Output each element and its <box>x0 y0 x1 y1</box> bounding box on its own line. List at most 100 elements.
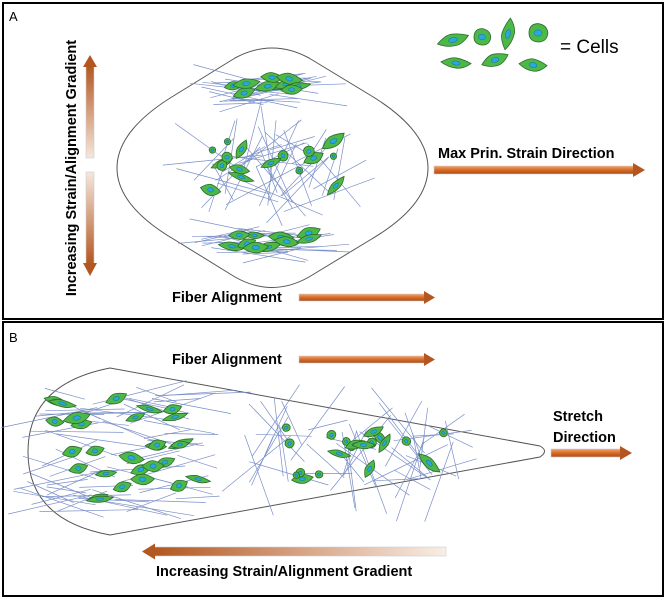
fiber-line <box>213 102 268 105</box>
cell-icon <box>61 445 83 458</box>
cell-icon <box>378 433 391 454</box>
cell-population-b <box>43 392 448 503</box>
fiber-line <box>244 434 274 516</box>
fiber-line <box>39 509 139 512</box>
cell-icon <box>401 436 412 446</box>
fiber-line <box>231 98 301 103</box>
fiber-line <box>23 455 76 475</box>
fiber-line <box>19 487 104 518</box>
cell-icon <box>161 412 189 422</box>
fiber-line <box>212 163 234 200</box>
fiber-line <box>248 403 305 462</box>
fiber-line <box>155 391 251 396</box>
fiber-line <box>132 442 204 460</box>
stretch-label-line1: Stretch <box>553 409 603 425</box>
fiber-line <box>269 136 315 151</box>
fiber-line <box>217 182 279 203</box>
cell-icon <box>199 183 222 196</box>
cell-icon <box>232 78 261 89</box>
fiber-line <box>251 436 274 486</box>
fiber-line <box>13 490 96 506</box>
cell-icon <box>47 399 78 408</box>
cell-icon <box>295 166 304 175</box>
fiber-line <box>258 120 299 207</box>
fiber-line <box>115 499 206 503</box>
legend-label: = Cells <box>560 37 619 58</box>
fiber-line <box>13 469 108 490</box>
fiber-line <box>46 469 103 496</box>
cell-icon <box>135 404 164 414</box>
fiber-line <box>201 86 298 109</box>
cell-icon <box>518 58 548 72</box>
vertical-gradient-arrow-down <box>83 171 97 276</box>
fiber-line <box>174 123 242 172</box>
fiber-line <box>342 430 358 476</box>
cell-icon <box>329 152 337 160</box>
cell-icon <box>125 413 146 422</box>
fiber-line <box>136 386 177 403</box>
cell-icon <box>170 440 190 449</box>
cell-icon <box>141 460 165 473</box>
fiber-line <box>424 441 454 522</box>
fiber-line <box>56 433 148 448</box>
cell-icon <box>528 23 549 43</box>
fiber-line <box>22 455 96 479</box>
fiber-line <box>111 445 154 456</box>
cell-icon <box>440 57 472 69</box>
fiber-line <box>279 425 289 482</box>
fiber-line <box>239 179 323 216</box>
fiber-line <box>44 388 85 400</box>
horizontal-gradient-arrow <box>142 543 447 560</box>
fiber-alignment-label-a: Fiber Alignment <box>172 290 282 306</box>
stretch-label-line2: Direction <box>553 430 616 446</box>
cell-icon <box>216 160 228 171</box>
fiber-line <box>219 93 279 113</box>
fiber-line <box>306 443 345 478</box>
vertical-gradient-arrow-up <box>83 55 97 159</box>
cell-icon <box>68 463 89 474</box>
fiber-line <box>404 412 423 462</box>
fiber-line <box>79 407 176 421</box>
cell-icon <box>227 230 251 240</box>
fiber-line <box>255 433 312 437</box>
strain-direction-arrow-icon <box>433 163 645 177</box>
fiber-line <box>283 177 375 212</box>
cell-icon <box>295 234 323 244</box>
cell-population <box>199 72 345 254</box>
fiber-line <box>281 156 330 197</box>
fiber-line <box>1 407 98 428</box>
cell-icon <box>94 469 118 478</box>
fiber-alignment-arrow-a-icon <box>298 291 435 304</box>
fiber-line <box>8 494 92 515</box>
fiber-line <box>175 495 220 500</box>
cell-icon <box>439 428 448 438</box>
cell-icon <box>280 84 304 95</box>
cell-icon <box>351 440 376 450</box>
cell-icon <box>326 175 345 196</box>
fiber-line <box>45 408 125 412</box>
fiber-line <box>248 416 289 483</box>
panel-b-frame <box>2 321 664 597</box>
fiber-line <box>231 98 298 101</box>
fiber-line <box>343 430 367 476</box>
fiber-line <box>153 398 201 403</box>
fiber-line <box>211 247 306 263</box>
cell-icon <box>221 151 233 163</box>
fiber-line <box>116 384 185 418</box>
cell-icon <box>282 423 291 432</box>
fiber-line <box>143 429 191 439</box>
cell-icon <box>501 17 515 51</box>
cell-icon <box>303 145 315 157</box>
fiber-line <box>151 398 232 414</box>
fiber-line <box>29 430 124 433</box>
fiber-line <box>260 400 293 447</box>
cell-icon <box>314 470 324 479</box>
panel-b-letter: B <box>9 330 18 345</box>
fiber-line <box>193 138 235 181</box>
fiber-line <box>201 226 260 240</box>
fiber-line <box>364 444 448 486</box>
fiber-line <box>260 149 278 193</box>
fiber-line <box>407 458 477 480</box>
fiber-line <box>45 429 118 457</box>
fiber-alignment-arrow-b-icon <box>298 353 435 366</box>
